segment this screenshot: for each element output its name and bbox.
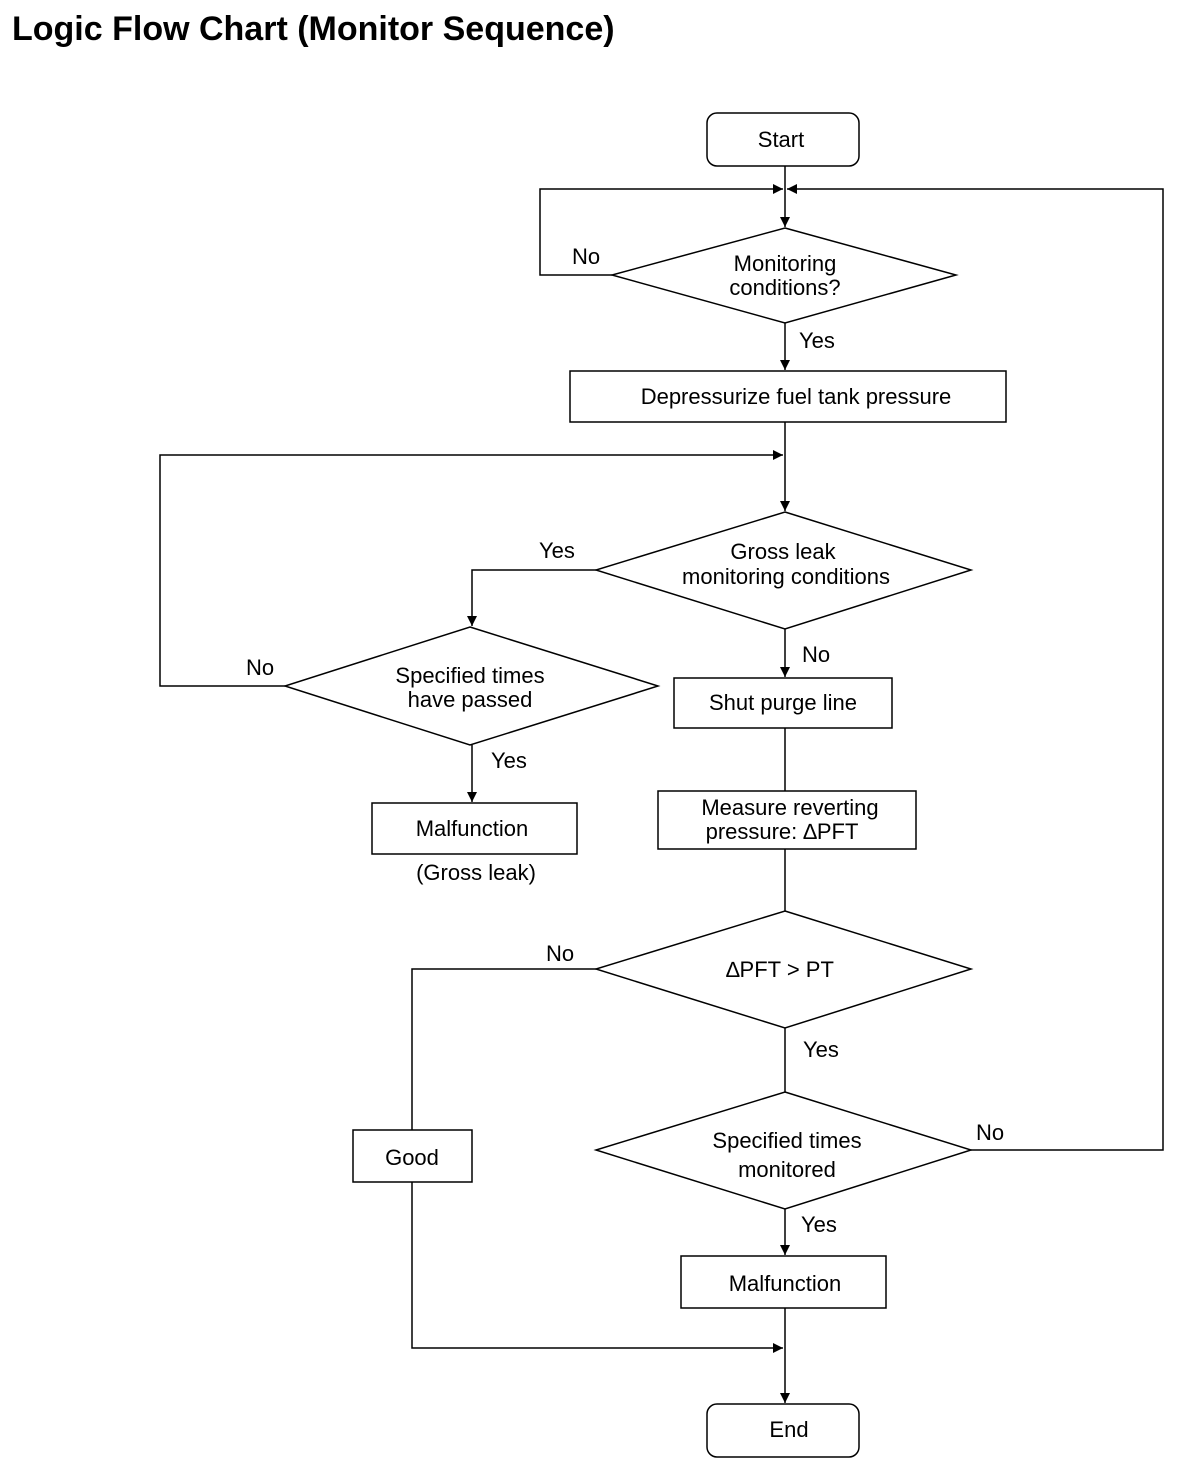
malfunction-process: Malfunction xyxy=(680,1255,887,1309)
measure-pressure-process: Measure reverting pressure: ∆PFT xyxy=(657,790,917,850)
end-node: End xyxy=(706,1403,860,1458)
monitored-no-label: No xyxy=(976,1120,1004,1145)
measure-pressure-label-line1: Measure reverting xyxy=(701,795,878,820)
specified-times-monitored-label-line1: Specified times xyxy=(712,1128,861,1153)
gross-leak-label-line1: Gross leak xyxy=(730,539,836,564)
pft-no-label: No xyxy=(546,941,574,966)
specified-times-passed-label-line1: Specified times xyxy=(395,663,544,688)
monitoring-conditions-label-line1: Monitoring xyxy=(734,251,837,276)
edge-labels: No Yes Yes No No Yes No Yes No Yes xyxy=(246,244,1004,1237)
end-label: End xyxy=(769,1417,808,1442)
monitoring-conditions-decision: Monitoring conditions? xyxy=(609,227,959,324)
passed-no-loop xyxy=(159,450,783,687)
monitored-yes-label: Yes xyxy=(801,1212,837,1237)
connectors xyxy=(159,166,1164,1403)
gross-yes-label: Yes xyxy=(539,538,575,563)
pft-compare-label: ∆PFT > PT xyxy=(726,957,834,982)
monitoring-no-label: No xyxy=(572,244,600,269)
monitoring-conditions-label-line2: conditions? xyxy=(729,275,840,300)
start-node: Start xyxy=(706,112,860,167)
shut-purge-label: Shut purge line xyxy=(709,690,857,715)
monitoring-yes-label: Yes xyxy=(799,328,835,353)
measure-pressure-label-line2: pressure: ∆PFT xyxy=(706,819,859,844)
start-label: Start xyxy=(758,127,804,152)
passed-yes-label: Yes xyxy=(491,748,527,773)
pft-no-to-good-connector xyxy=(411,968,596,1130)
specified-times-monitored-decision: Specified times monitored xyxy=(593,1091,974,1210)
passed-no-label: No xyxy=(246,655,274,680)
monitored-no-loop xyxy=(787,184,1164,1151)
gross-leak-decision: Gross leak monitoring conditions xyxy=(593,511,974,630)
pft-compare-decision: ∆PFT > PT xyxy=(593,910,974,1029)
gross-yes-connector xyxy=(467,569,596,626)
depressurize-process: Depressurize fuel tank pressure xyxy=(569,370,1007,423)
depressurize-label: Depressurize fuel tank pressure xyxy=(641,384,952,409)
malfunction-gross-process: Malfunction xyxy=(371,802,578,855)
page-title: Logic Flow Chart (Monitor Sequence) xyxy=(12,10,615,48)
good-label: Good xyxy=(385,1145,439,1170)
monitoring-no-loop xyxy=(539,184,783,276)
gross-leak-label-line2: monitoring conditions xyxy=(682,564,890,589)
shut-purge-process: Shut purge line xyxy=(673,677,893,729)
pft-yes-label: Yes xyxy=(803,1037,839,1062)
specified-times-monitored-label-line2: monitored xyxy=(738,1157,836,1182)
malfunction-gross-label: Malfunction xyxy=(416,816,529,841)
gross-no-label: No xyxy=(802,642,830,667)
good-to-end-connector xyxy=(411,1182,783,1353)
specified-times-passed-label-line2: have passed xyxy=(408,687,533,712)
specified-times-passed-decision: Specified times have passed xyxy=(282,626,661,746)
malfunction-label: Malfunction xyxy=(729,1271,842,1296)
gross-leak-note: (Gross leak) xyxy=(416,860,536,885)
good-process: Good xyxy=(352,1129,473,1183)
